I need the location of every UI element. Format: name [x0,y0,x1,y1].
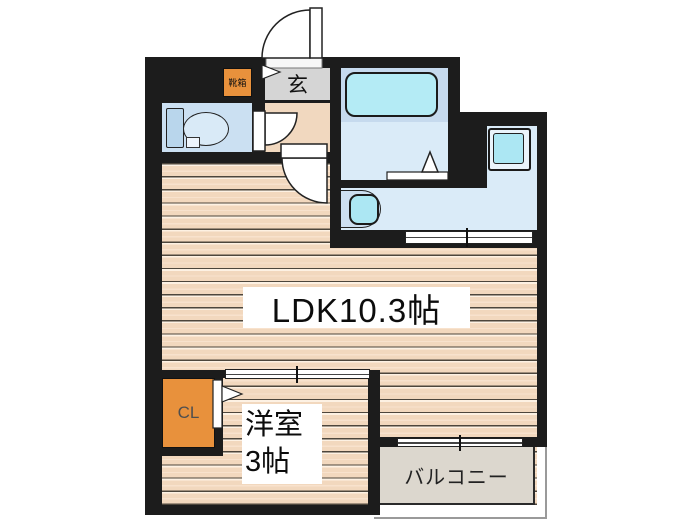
wall-westernroom-right [368,370,380,515]
genkan-step-line [265,100,330,103]
wall-washroom-top [487,112,547,126]
ldk-room-label: LDK10.3帖 [271,291,442,329]
toilet-tank [166,108,184,148]
wall-toilet-bottom [145,152,341,163]
bathroom [341,68,448,180]
wall-right [537,112,547,447]
toilet-seat-hinge [186,137,200,148]
western-room-label-box: 洋室 3帖 [242,404,322,484]
sliding-door-tick [296,366,298,383]
western-room-label-line1: 洋室 [245,409,304,441]
wall-left [145,57,162,515]
entrance-door-swing-arc [261,9,311,59]
balcony-sliding-window [397,435,523,451]
wall-top [145,57,460,68]
wall-mid-vertical [330,57,341,248]
closet-label: CL [177,403,200,422]
bathtub [345,72,438,117]
washing-machine-pan [488,128,531,171]
wall-bath-bottom [341,180,487,188]
balcony-label: バルコニー [404,466,509,489]
westernroom-sliding-door [225,366,370,383]
entrance-door-leaf [309,7,323,59]
sliding-window-tick [459,435,461,451]
shoe-box: 靴箱 [223,68,252,97]
sliding-door-tick [466,228,468,247]
wall-duct-block [460,112,487,188]
washroom-sliding-door [405,228,533,247]
washing-machine-pan-inner [493,133,524,164]
entrance-label: 玄 [287,74,308,97]
wall-bath-right [448,57,460,188]
ldk-room-label-box: LDK10.3帖 [243,287,470,329]
wall-closet-bottom [162,448,223,456]
sliding-door-rail [406,236,532,239]
balcony-outer-line-bottom [374,517,547,519]
balcony: バルコニー [380,447,535,505]
entrance-genkan-area: 玄 [265,68,330,100]
balcony-outer-line-right [545,447,547,517]
wall-closet-right [215,378,223,448]
sink [349,194,379,225]
shoe-box-label: 靴箱 [228,78,247,88]
wall-toilet-right [252,100,265,155]
western-room-label-line2: 3帖 [245,446,291,478]
wall-bottom [145,505,380,515]
closet: CL [162,378,215,448]
